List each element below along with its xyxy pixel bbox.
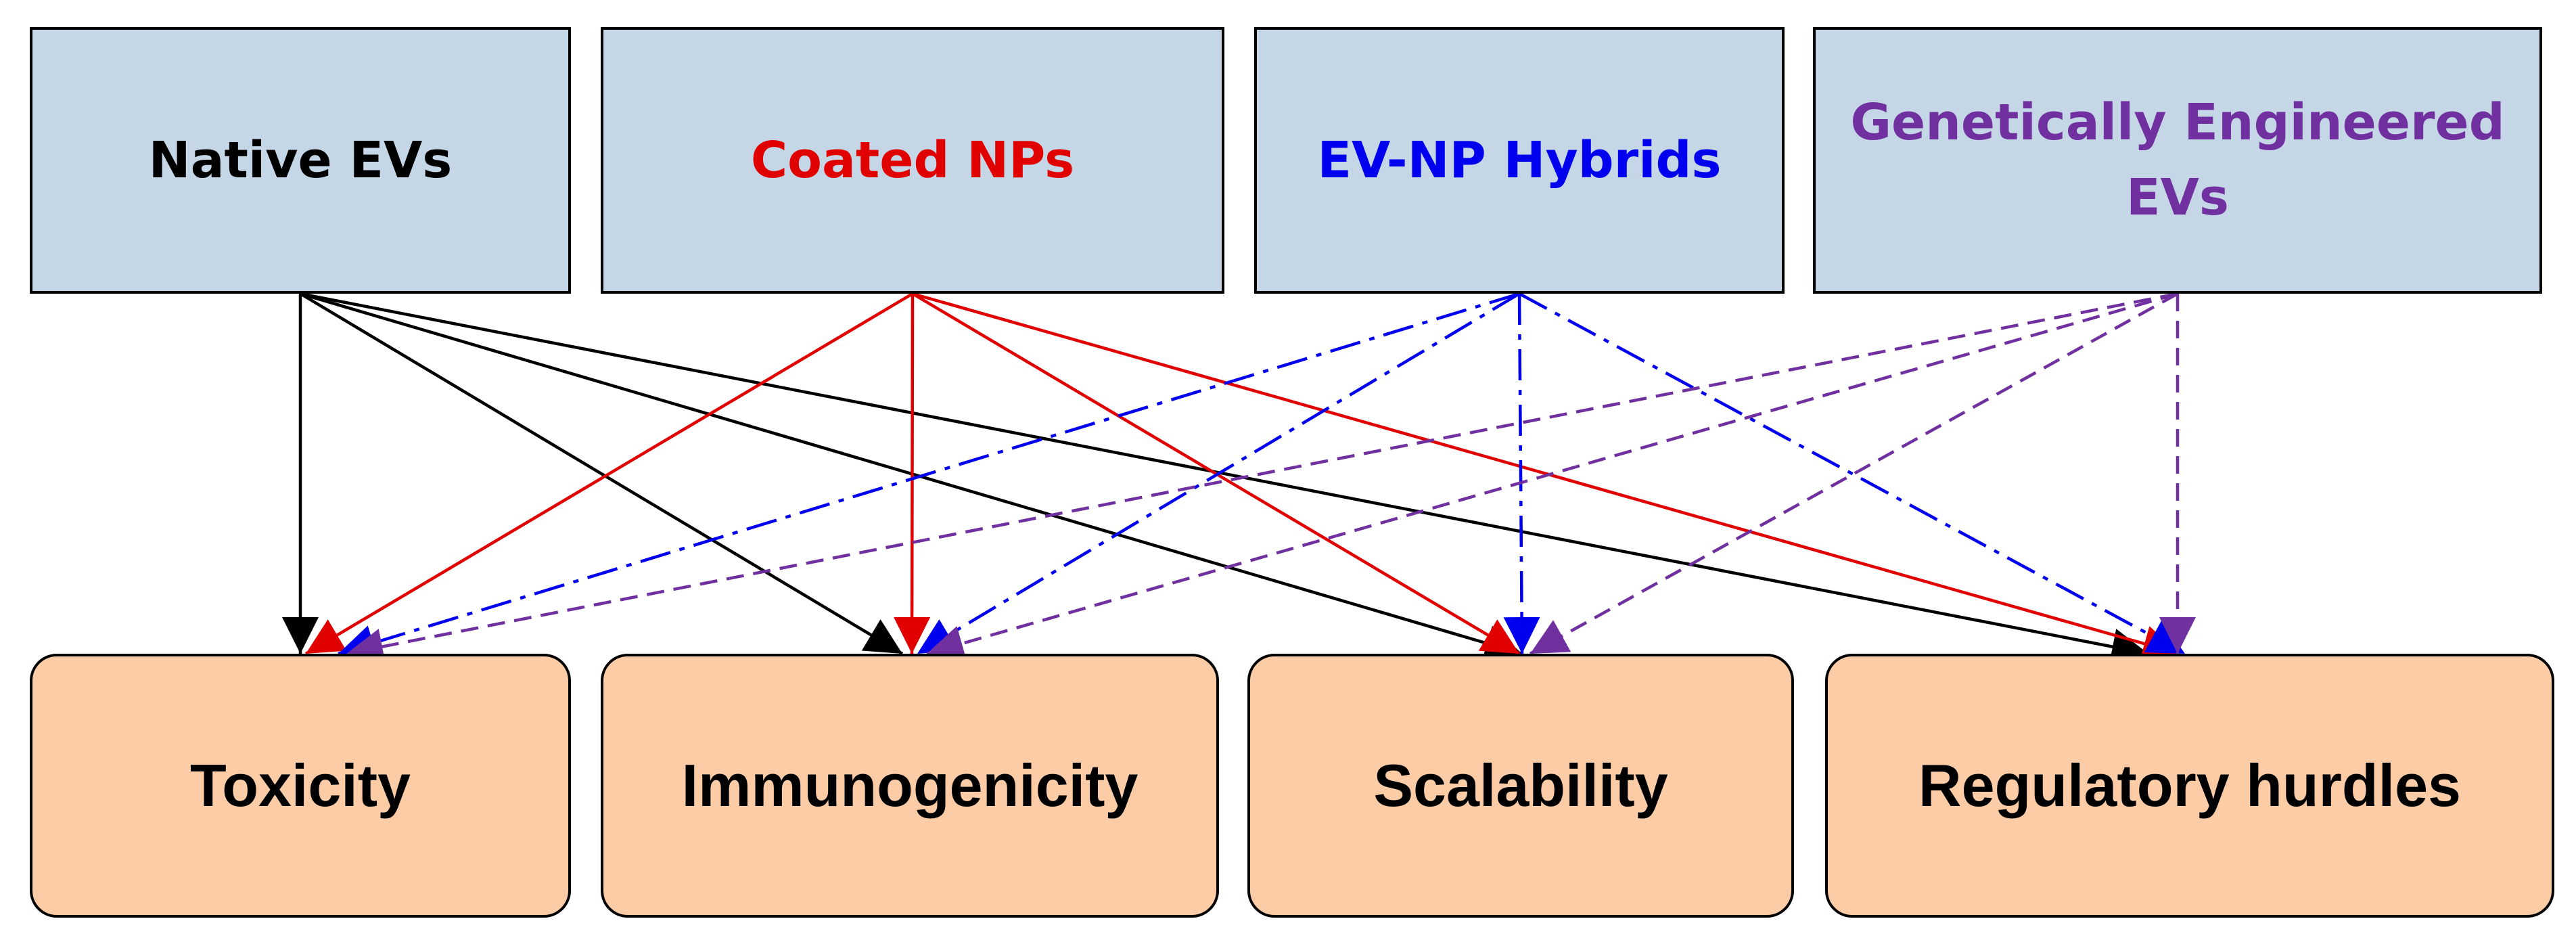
target-label-regulatory-hurdles: Regulatory hurdles bbox=[1918, 752, 2461, 819]
source-box-coated-nps: Coated NPs bbox=[601, 27, 1224, 294]
arrow-coated-to-tox bbox=[304, 292, 914, 655]
source-label-coated-nps: Coated NPs bbox=[750, 131, 1075, 189]
arrow-genetic-to-tox bbox=[346, 292, 2178, 665]
arrow-hybrid-to-scal bbox=[1503, 293, 1540, 654]
source-box-genetically-engineered-evs: Genetically Engineered EVs bbox=[1813, 27, 2542, 294]
target-box-scalability: Scalability bbox=[1247, 654, 1794, 918]
target-box-regulatory-hurdles: Regulatory hurdles bbox=[1825, 654, 2554, 918]
arrow-hybrid-to-tox bbox=[338, 292, 1520, 661]
arrow-native-to-reg bbox=[300, 292, 2149, 665]
arrow-hybrid-to-imm bbox=[916, 292, 1521, 655]
source-box-ev-np-hybrids: EV-NP Hybrids bbox=[1254, 27, 1785, 294]
target-label-scalability: Scalability bbox=[1373, 752, 1668, 819]
arrow-coated-to-imm bbox=[894, 293, 931, 654]
target-box-immunogenicity: Immunogenicity bbox=[601, 654, 1219, 918]
target-label-immunogenicity: Immunogenicity bbox=[681, 752, 1138, 819]
source-label-ev-np-hybrids: EV-NP Hybrids bbox=[1317, 131, 1722, 189]
arrow-genetic-to-imm bbox=[926, 292, 2178, 662]
arrow-hybrid-to-reg bbox=[1518, 292, 2186, 655]
arrow-genetic-to-scal bbox=[1529, 292, 2179, 655]
target-box-toxicity: Toxicity bbox=[30, 654, 571, 918]
source-box-native-evs: Native EVs bbox=[30, 27, 571, 294]
source-label-native-evs: Native EVs bbox=[148, 131, 453, 189]
arrow-native-to-imm bbox=[299, 292, 904, 655]
arrow-coated-to-reg bbox=[912, 292, 2180, 662]
source-label-genetically-engineered-evs: Genetically Engineered EVs bbox=[1850, 93, 2505, 227]
target-label-toxicity: Toxicity bbox=[189, 752, 411, 819]
